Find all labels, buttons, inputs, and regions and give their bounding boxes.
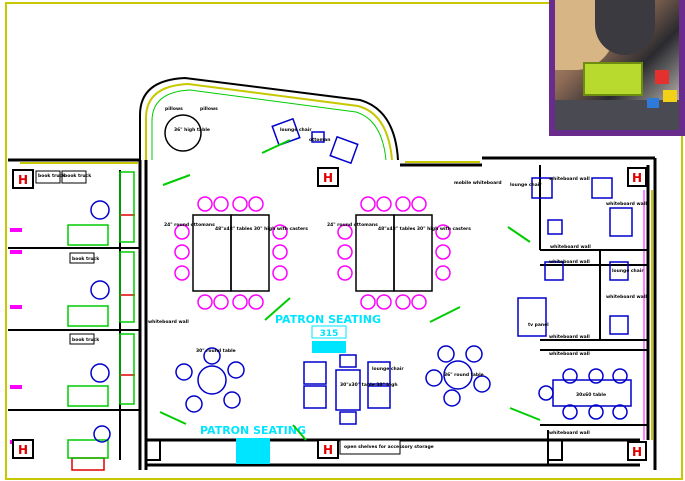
cabinet-symbols: H H H H H H — [12, 167, 647, 461]
curved-window — [145, 82, 393, 161]
round-table-label: 36" round table — [444, 372, 484, 378]
lounge-table-label: 30"x30" table 30" high — [340, 382, 398, 388]
lounge-chairs-top — [271, 117, 359, 165]
open-shelves — [339, 439, 401, 455]
table-group-left — [174, 196, 288, 310]
patron-seating-label: PATRON SEATING — [200, 424, 306, 437]
cabinet-label: H — [323, 171, 333, 185]
cabinet-label: H — [18, 173, 28, 187]
whiteboard-wall-label: whiteboard wall — [549, 334, 590, 340]
high-table — [164, 114, 202, 152]
whiteboard-wall-label: whiteboard wall — [606, 201, 647, 207]
photo-lego-brick — [663, 90, 677, 102]
cabinet-label: H — [632, 171, 642, 185]
table-group-right — [337, 196, 451, 310]
whiteboard-wall-label: whiteboard wall — [549, 259, 590, 265]
office-chairs — [90, 200, 111, 443]
photo-floor — [555, 100, 679, 130]
book-truck-label: book truck — [72, 337, 100, 343]
lounge-chair-label: lounge chair — [372, 366, 404, 372]
pillows-label: pillows — [200, 106, 218, 112]
whiteboard-wall-label: whiteboard wall — [549, 351, 590, 357]
tables-label: 48"x48" tables 30" high with casters — [378, 226, 471, 232]
tv-panel-label: tv panel — [528, 322, 549, 328]
whiteboard-wall-label: whiteboard wall — [549, 430, 590, 436]
round-table-left — [175, 347, 245, 413]
column — [547, 439, 563, 461]
sheet-border — [5, 2, 683, 480]
room-number: 315 — [320, 329, 339, 339]
office-magenta-marks — [10, 228, 22, 444]
curved-ledge — [151, 89, 387, 161]
whiteboard-wall-label: whiteboard wall — [550, 244, 591, 250]
cyan-block — [236, 438, 270, 464]
patron-seating-label: PATRON SEATING — [275, 313, 381, 326]
book-truck-label: book truck — [72, 256, 100, 262]
open-shelves-label: open shelves for accessory storage — [344, 444, 434, 450]
table-label: 30x60 table — [576, 392, 606, 398]
high-table-label: 36" high table — [174, 127, 210, 133]
whiteboard-wall-label: whiteboard wall — [606, 294, 647, 300]
column — [145, 439, 161, 461]
cabinet-label: H — [632, 445, 642, 459]
round-table-label: 30" round table — [196, 348, 236, 354]
photo-lego-brick — [655, 70, 669, 84]
library-photo — [549, 0, 685, 136]
cabinet-label: H — [323, 443, 333, 457]
cabinet-label: H — [18, 443, 28, 457]
ottoman-label: ottoman — [309, 137, 330, 143]
ottomans-label: 24" round ottomans — [164, 222, 215, 228]
book-truck-label: book truck — [64, 173, 92, 179]
photo-person — [595, 0, 655, 55]
pillows-label: pillows — [165, 106, 183, 112]
lounge-chair-label: lounge chair — [612, 268, 644, 274]
whiteboard-wall-label: whiteboard wall — [549, 176, 590, 182]
whiteboard-wall-label: whiteboard wall — [148, 319, 189, 325]
book-truck-label: book truck — [38, 173, 66, 179]
book-trucks — [35, 170, 95, 345]
room-number-bar — [312, 341, 346, 353]
lounge-chair-label: lounge chair — [280, 127, 312, 133]
room-number-box — [311, 325, 347, 339]
right-room-furniture — [517, 177, 633, 420]
mobile-whiteboard-label: mobile whiteboard — [454, 180, 502, 186]
left-office-green — [67, 171, 135, 459]
photo-lego-bin — [583, 62, 643, 96]
door-swings — [159, 139, 541, 441]
lounge-chair-label: lounge chair — [510, 182, 542, 188]
photo-lego-brick — [647, 98, 659, 108]
curved-wall — [139, 76, 399, 161]
lounge-group-center — [303, 354, 391, 425]
ottomans-label: 24" round ottomans — [327, 222, 378, 228]
tables-label: 48"x48" tables 30" high with casters — [215, 226, 308, 232]
round-table-right — [425, 345, 491, 407]
photo-image — [555, 0, 679, 130]
